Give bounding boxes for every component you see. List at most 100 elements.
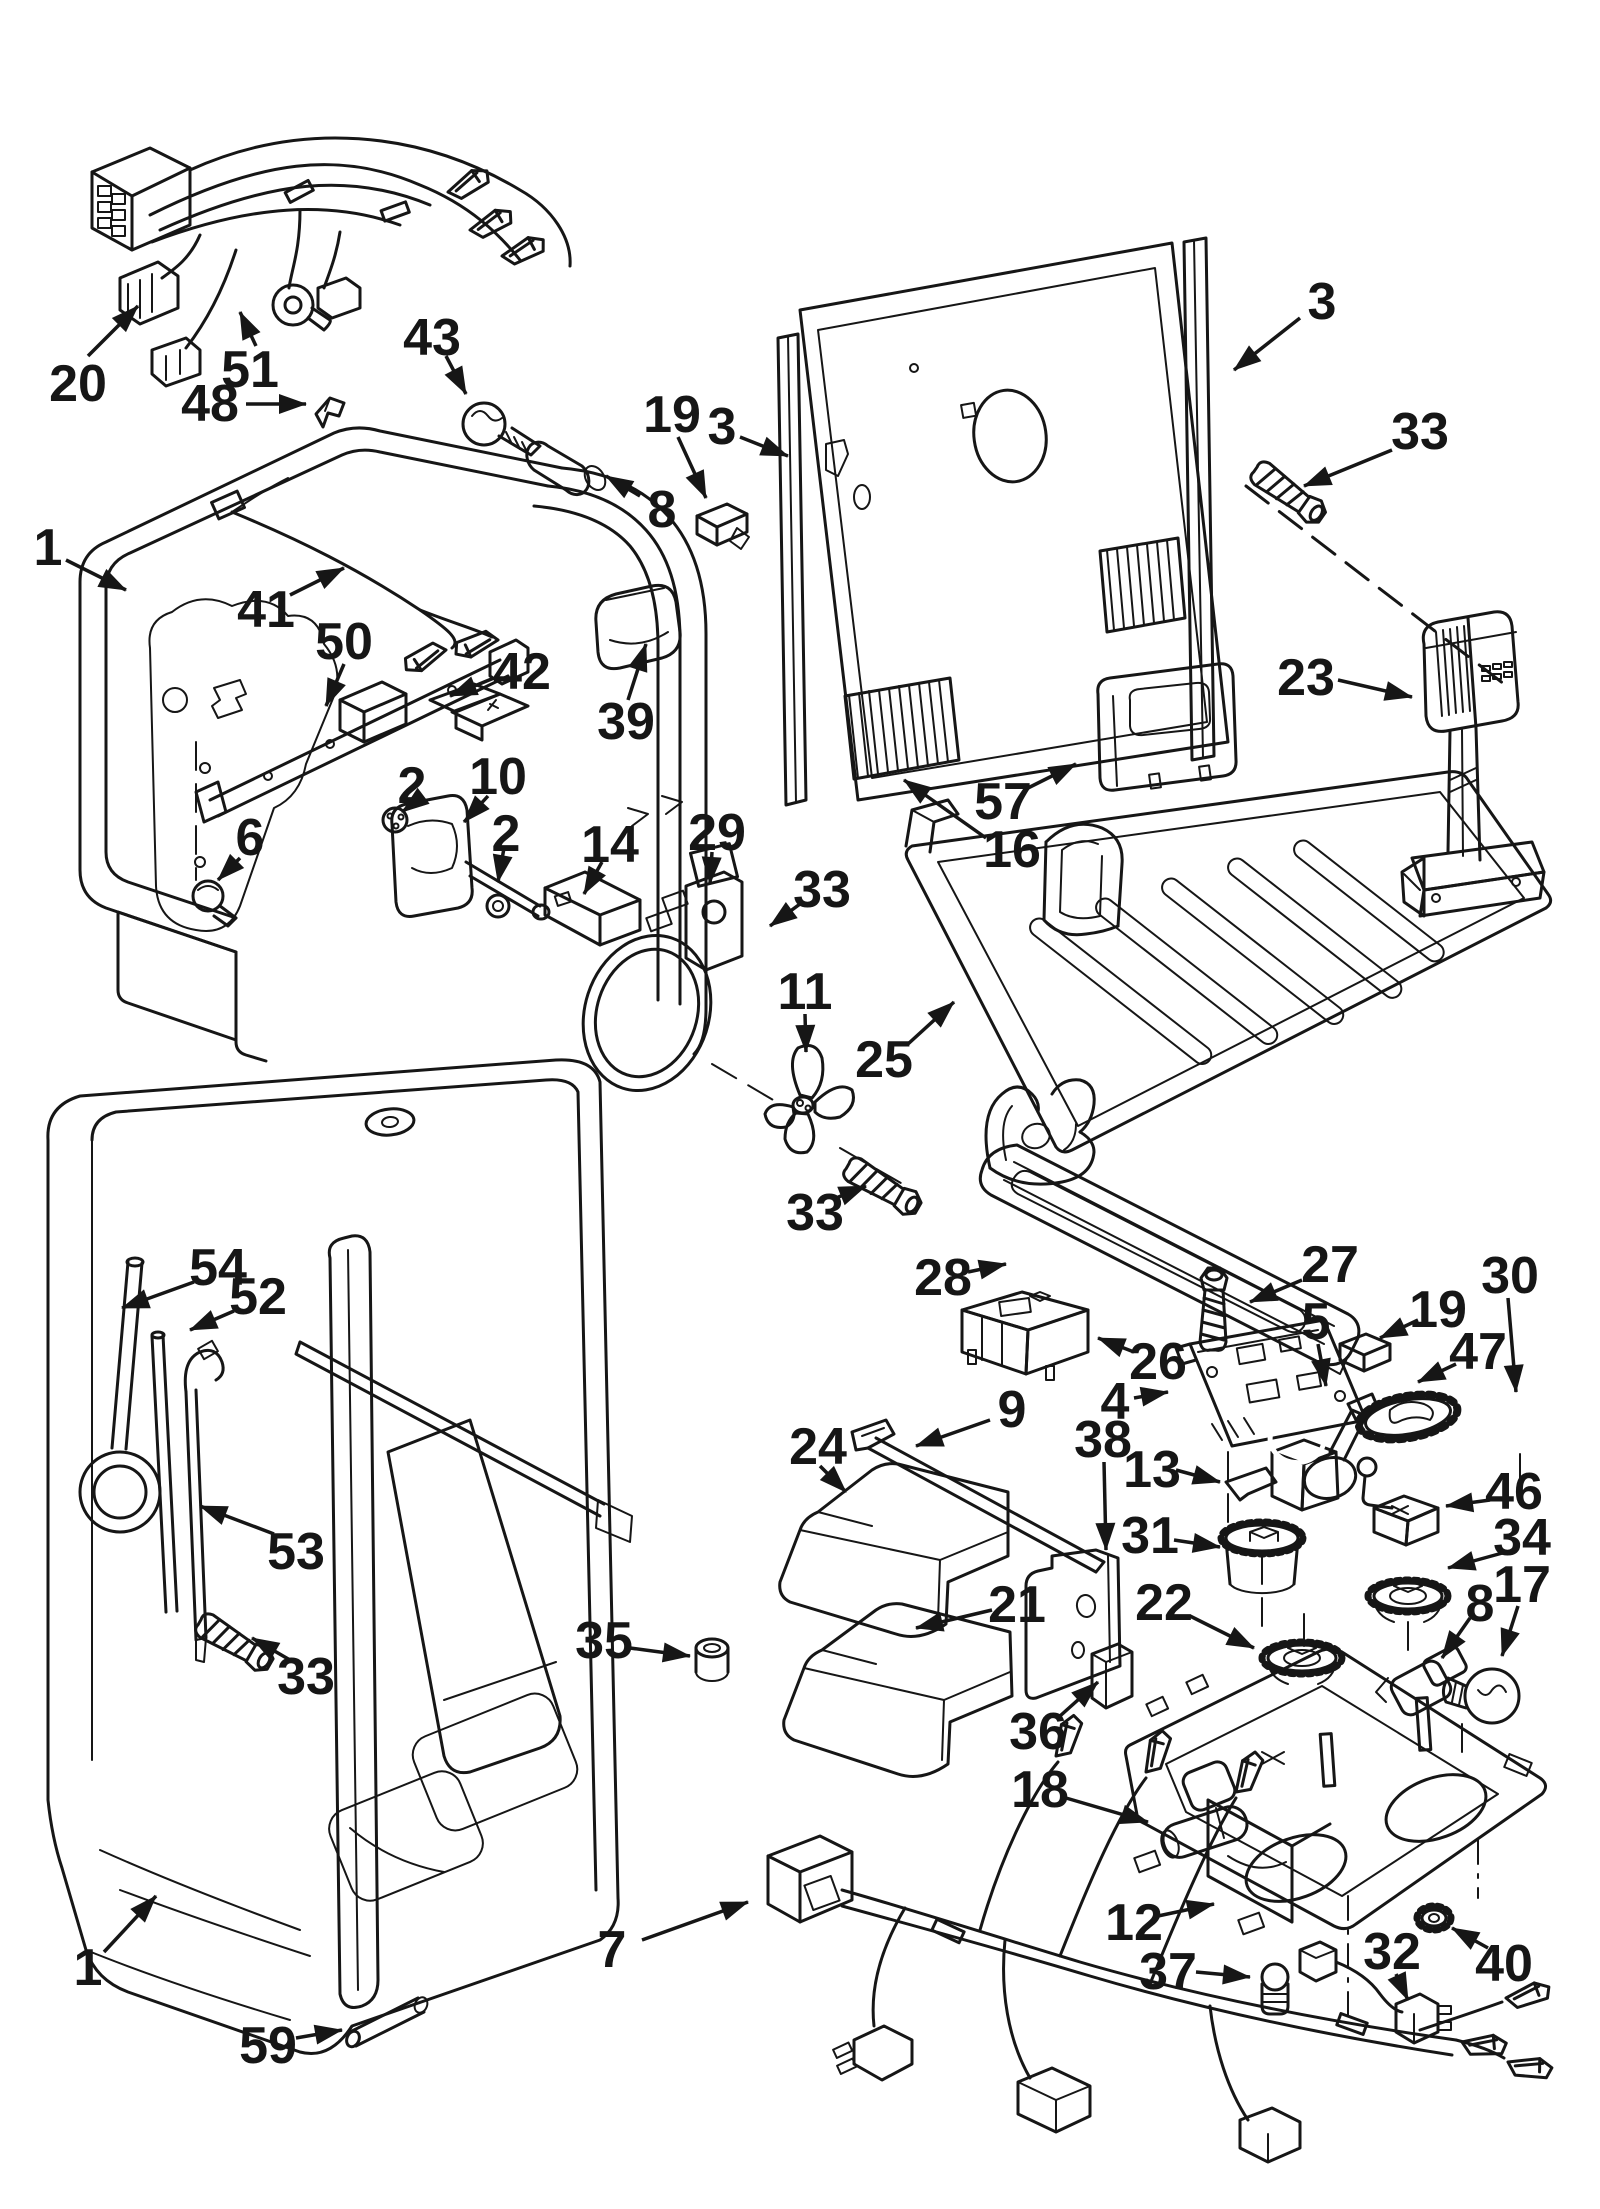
- callout-label-12: 12: [1105, 1894, 1163, 1952]
- callout-label-24: 24: [789, 1418, 847, 1476]
- cap-35-art: [694, 1637, 730, 1682]
- callout-leader-12: [1157, 1899, 1215, 1920]
- callout-leader-29: [701, 851, 722, 885]
- callout-label-29: 29: [688, 804, 746, 862]
- callout-label-27: 27: [1301, 1236, 1359, 1294]
- callout-leader-26: [1097, 1336, 1135, 1358]
- callout-leader-30: [1503, 1297, 1524, 1393]
- housing-12-art: [1124, 1647, 1547, 1936]
- callout-label-53: 53: [267, 1523, 325, 1581]
- callout-leader-8: [1440, 1616, 1472, 1660]
- callout-label-8: 8: [1466, 1575, 1495, 1633]
- callout-leader-16: [902, 778, 988, 840]
- callout-leader-7: [641, 1900, 749, 1942]
- thermostat-6-art: [191, 879, 238, 928]
- callout-leader-38: [1095, 1461, 1116, 1551]
- grommet-2b-art: [485, 893, 511, 919]
- callout-leader-10: [462, 794, 490, 824]
- callout-leader-35: [629, 1642, 691, 1663]
- callout-leader-28: [967, 1259, 1007, 1280]
- callout-leader-53: [199, 1504, 275, 1536]
- callout-leader-32: [1387, 1971, 1410, 2001]
- callout-label-16: 16: [983, 821, 1041, 879]
- plate-38-art: [1024, 1548, 1122, 1700]
- callout-leader-19: [1379, 1317, 1419, 1340]
- callout-label-50: 50: [315, 613, 373, 671]
- callout-label-23: 23: [1277, 649, 1335, 707]
- callout-label-26: 26: [1129, 1333, 1187, 1391]
- callout-leader-18: [1065, 1796, 1149, 1825]
- callout-label-46: 46: [1485, 1463, 1543, 1521]
- rod-9-art: [850, 1418, 1106, 1574]
- callout-leader-51: [238, 311, 261, 347]
- switch-19-lower-art: [1338, 1332, 1392, 1373]
- callout-label-43: 43: [403, 309, 461, 367]
- tray-25-art: [904, 770, 1553, 1154]
- callout-label-33: 33: [793, 861, 851, 919]
- bulb-43-art: [461, 401, 542, 457]
- tube-52-art: [150, 1330, 179, 1614]
- callout-label-47: 47: [1449, 1323, 1507, 1381]
- clip-16-art: [1042, 822, 1124, 937]
- callout-leader-46: [1445, 1492, 1491, 1513]
- callout-leader-1: [102, 1894, 158, 1954]
- callout-leader-22: [1189, 1614, 1255, 1650]
- callout-leader-33: [251, 1636, 291, 1662]
- callout-leader-3: [739, 435, 789, 458]
- callout-leader-41: [289, 566, 345, 597]
- duct-24-art: [778, 1462, 1010, 1638]
- c-ring-5-art: [1267, 1412, 1327, 1466]
- callout-label-1: 1: [34, 519, 63, 577]
- motor-10-art: [390, 794, 551, 921]
- lamp-18-art: [1160, 1805, 1249, 1859]
- harness-7-art: [766, 1710, 1555, 2164]
- cam-13-art: [1224, 1392, 1380, 1512]
- callout-label-59: 59: [239, 2017, 297, 2075]
- plug-37-art: [1260, 1962, 1290, 2016]
- callout-leader-8: [605, 474, 641, 499]
- callout-label-40: 40: [1475, 1935, 1533, 1993]
- callout-label-11: 11: [778, 963, 833, 1021]
- callout-label-35: 35: [575, 1612, 633, 1670]
- callout-leader-27: [1249, 1278, 1303, 1304]
- callout-leader-6: [216, 853, 245, 882]
- callout-leader-21: [915, 1608, 993, 1632]
- fan-orifice-art: [581, 933, 907, 1187]
- callout-label-33: 33: [277, 1648, 335, 1706]
- callout-label-37: 37: [1139, 1943, 1197, 2001]
- callout-label-9: 9: [998, 1381, 1027, 1439]
- callout-label-34: 34: [1493, 1509, 1551, 1567]
- callout-leader-42: [449, 676, 495, 698]
- grommet-2a-art: [381, 806, 409, 834]
- callout-leader-2: [400, 787, 430, 814]
- callout-leader-9: [915, 1418, 991, 1448]
- callout-label-4: 4: [1101, 1373, 1130, 1431]
- switch-19-upper-art: [695, 502, 750, 550]
- callout-label-38: 38: [1074, 1411, 1132, 1469]
- callout-leader-54: [121, 1280, 195, 1310]
- back-panel-3-art: [776, 236, 1230, 807]
- duct-39-art: [594, 583, 682, 671]
- callout-leader-14: [582, 861, 606, 895]
- duct-21-art: [782, 1602, 1014, 1778]
- callout-label-10: 10: [469, 748, 527, 806]
- tower-23-art: [1400, 610, 1546, 918]
- c-ring-30-art: [1471, 1415, 1535, 1471]
- callout-label-22: 22: [1135, 1574, 1193, 1632]
- callout-label-32: 32: [1363, 1923, 1421, 1981]
- callout-label-25: 25: [855, 1031, 913, 1089]
- clip-36-art: [1090, 1642, 1134, 1710]
- callout-leader-17: [1500, 1605, 1520, 1657]
- callout-leader-36: [1058, 1680, 1100, 1718]
- callout-leader-33: [835, 1184, 867, 1206]
- wire-harness-art: [90, 136, 572, 388]
- callout-label-20: 20: [49, 355, 107, 413]
- socket-8-freezer-art: [525, 440, 607, 497]
- callout-label-3: 3: [1308, 273, 1337, 331]
- clip-48-art: [314, 396, 346, 429]
- callout-label-28: 28: [914, 1249, 972, 1307]
- callout-leader-25: [906, 1000, 956, 1046]
- callout-label-30: 30: [1481, 1247, 1539, 1305]
